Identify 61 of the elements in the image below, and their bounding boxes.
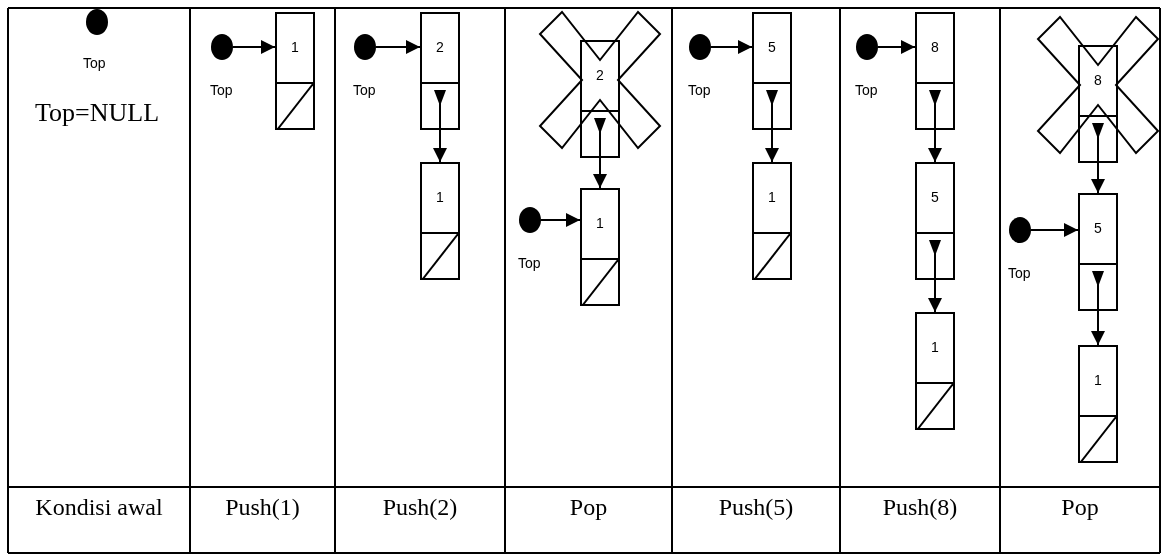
node-value: 1 (595, 214, 605, 232)
pointer-dot (86, 9, 108, 35)
list-node (915, 12, 955, 130)
arrow (375, 40, 421, 54)
step-label: Push(8) (881, 494, 959, 520)
arrow (1030, 223, 1079, 237)
list-node (580, 188, 620, 306)
list-node (752, 12, 792, 130)
list-node (915, 312, 955, 430)
list-node (1078, 193, 1118, 311)
step-label: Pop (1060, 494, 1100, 520)
pointer-label: Top (518, 255, 541, 271)
list-node (420, 162, 460, 280)
list-node (420, 12, 460, 130)
node-value: 1 (767, 188, 777, 206)
step-label: Pop (568, 494, 609, 520)
arrow (710, 40, 753, 54)
node-value: 5 (1093, 219, 1103, 237)
arrow (928, 279, 942, 313)
list-node (752, 162, 792, 280)
node-value: 1 (1093, 371, 1103, 389)
pointer-label: Top (1008, 265, 1031, 281)
list-node (580, 40, 620, 158)
node-value: 2 (595, 66, 605, 84)
step-label: Kondisi awal (34, 494, 164, 520)
arrow (433, 129, 447, 163)
node-value: 5 (930, 188, 940, 206)
node-value: 8 (930, 38, 940, 56)
arrow (1091, 162, 1105, 194)
null-note: Top=NULL (33, 100, 160, 126)
node-value: 2 (435, 38, 445, 56)
pointer-label: Top (353, 82, 376, 98)
pointer-dot (689, 34, 711, 60)
arrow (877, 40, 916, 54)
list-node (275, 12, 315, 130)
node-value: 5 (767, 38, 777, 56)
arrow (1091, 310, 1105, 346)
arrow (540, 213, 581, 227)
arrow (765, 129, 779, 163)
step-label: Push(1) (224, 494, 301, 520)
list-node (1078, 345, 1118, 463)
arrow (928, 129, 942, 163)
node-value: 1 (930, 338, 940, 356)
pointer-dot (856, 34, 878, 60)
pointer-label: Top (855, 82, 878, 98)
pointer-label: Top (688, 82, 711, 98)
pointer-dot (519, 207, 541, 233)
pointer-dot (1009, 217, 1031, 243)
arrow (593, 157, 607, 189)
node-value: 1 (290, 38, 300, 56)
node-value: 8 (1093, 71, 1103, 89)
list-node (1078, 45, 1118, 163)
arrow (232, 40, 276, 54)
step-label: Push(2) (381, 494, 459, 520)
pointer-label: Top (83, 55, 106, 71)
step-label: Push(5) (717, 494, 795, 520)
node-value: 1 (435, 188, 445, 206)
pointer-dot (354, 34, 376, 60)
list-node (915, 162, 955, 280)
pointer-label: Top (210, 82, 233, 98)
pointer-dot (211, 34, 233, 60)
